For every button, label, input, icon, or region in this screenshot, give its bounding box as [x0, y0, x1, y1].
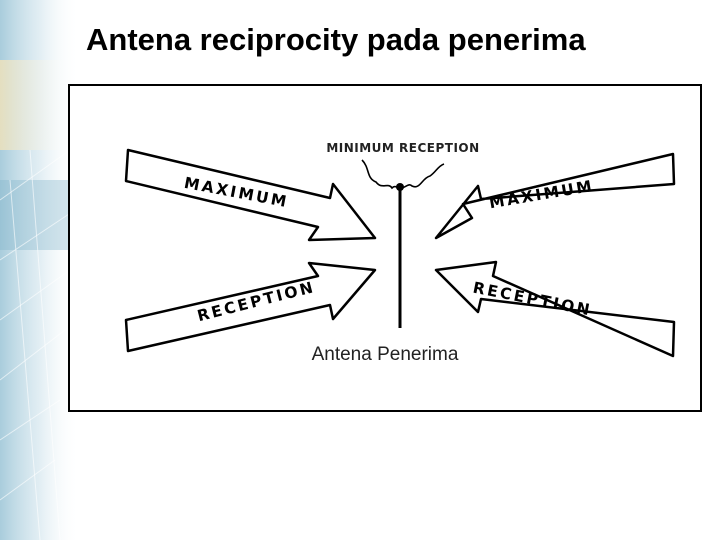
arrow-upper-right-shape: [434, 152, 676, 240]
arrow-upper-right-label: MAXIMUM: [488, 177, 593, 213]
arrow-upper-left: MAXIMUM: [124, 148, 377, 242]
arrow-lower-left-shape: [124, 261, 377, 353]
minimum-reception-label: MINIMUM RECEPTION: [326, 141, 479, 155]
arrow-upper-left-shape: [124, 148, 377, 242]
arrow-lower-right-shape: [434, 260, 676, 358]
arrow-lower-left: RECEPTION: [124, 261, 377, 353]
arrow-upper-right: MAXIMUM: [434, 152, 676, 240]
arrow-lower-right: RECEPTION: [434, 260, 676, 358]
null-pattern-squiggle: [361, 159, 445, 190]
arrow-lower-right-label: RECEPTION: [471, 279, 591, 320]
svg-text:MAXIMUM: MAXIMUM: [488, 177, 596, 213]
antenna-reciprocity-diagram: MAXIMUM RECEPTION MAXIMUM RECEPTION MINI…: [124, 141, 676, 358]
antenna: [361, 159, 445, 328]
antenna-caption: Antena Penerima: [311, 344, 459, 365]
slide-title: Antena reciprocity pada penerima: [86, 22, 586, 57]
svg-text:RECEPTION: RECEPTION: [471, 279, 593, 320]
diagram-frame: MAXIMUM RECEPTION MAXIMUM RECEPTION MINI…: [68, 84, 702, 412]
